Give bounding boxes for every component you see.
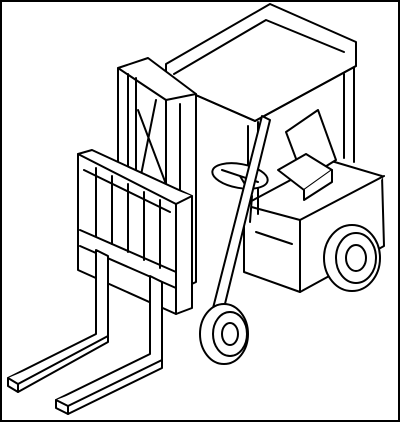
rear-wheel [323,224,381,292]
fork-right [55,275,163,415]
fork-left [7,249,109,393]
front-wheel [199,303,249,365]
seat [277,109,337,201]
